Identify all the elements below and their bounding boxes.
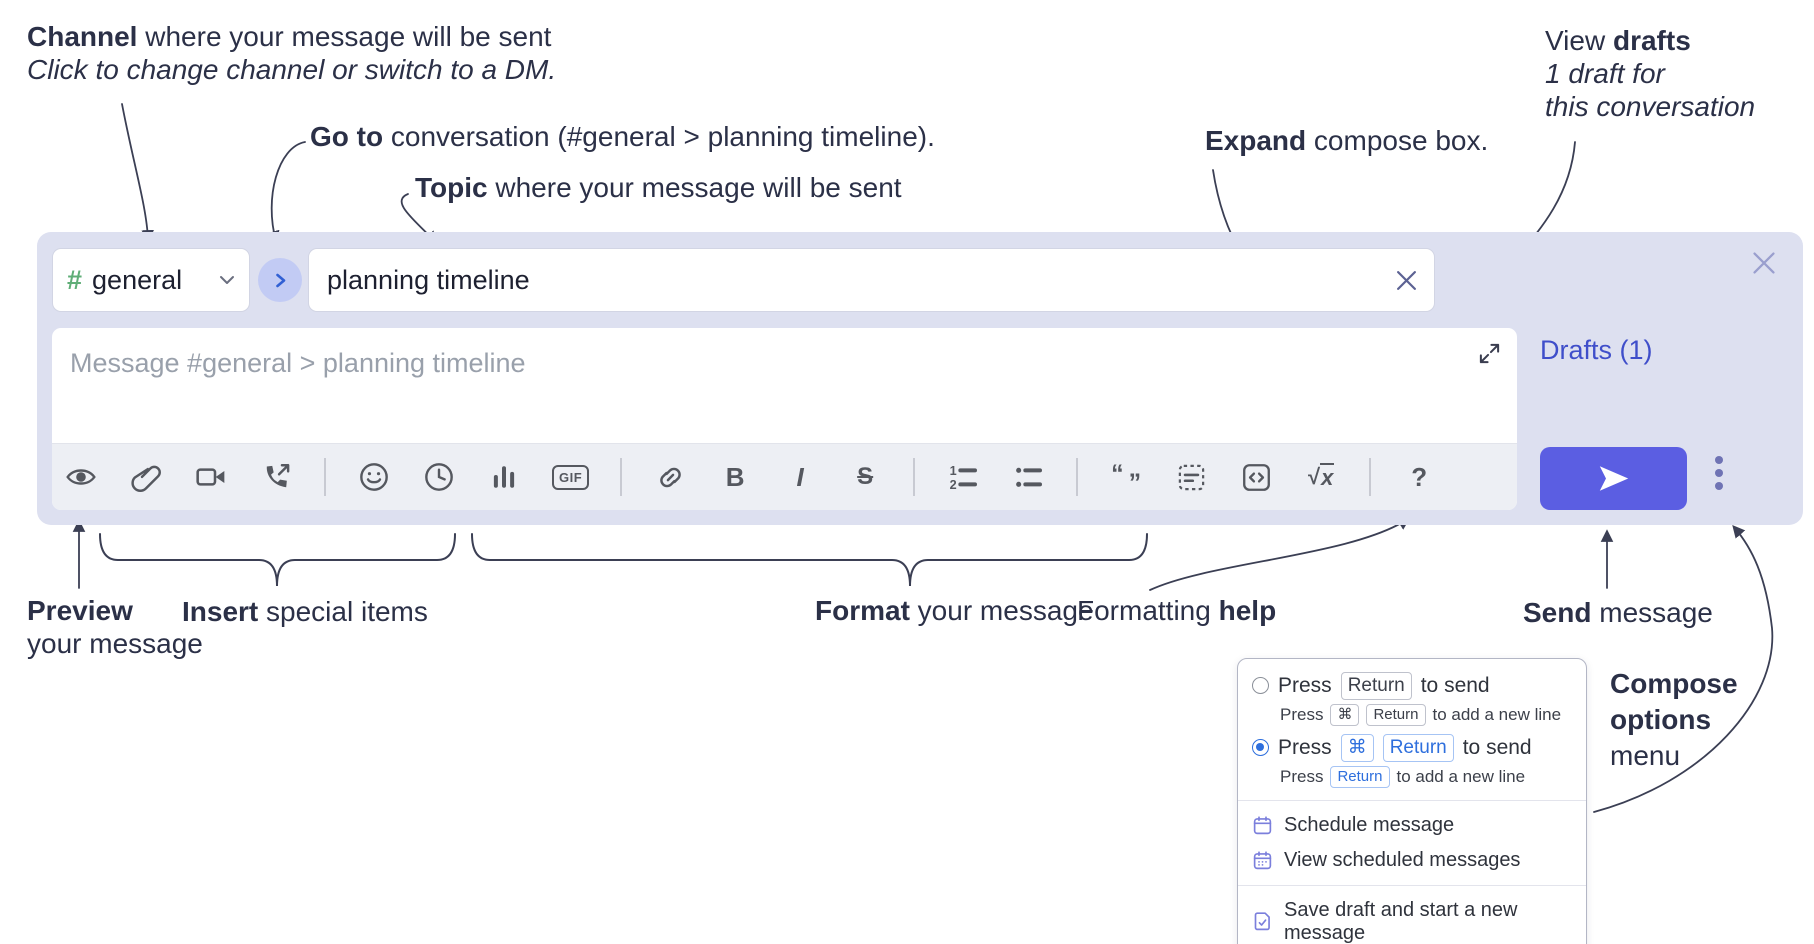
channel-hash-icon: # bbox=[67, 264, 83, 295]
channel-name: general bbox=[92, 264, 183, 295]
channel-annotation: Channel where your message will be sent … bbox=[27, 21, 557, 85]
format-label: Format your message bbox=[815, 595, 1094, 626]
message-formatting-help-icon[interactable]: ? bbox=[1411, 461, 1428, 492]
clear-topic-icon[interactable] bbox=[1395, 269, 1418, 292]
compose-box: # general bbox=[37, 232, 1803, 525]
channel-selector[interactable]: # general bbox=[52, 248, 250, 312]
save-draft-item[interactable]: Save draft and start a new message bbox=[1238, 893, 1586, 944]
send-button[interactable] bbox=[1540, 447, 1687, 510]
draft-check-icon bbox=[1254, 912, 1270, 931]
voice-call-icon[interactable] bbox=[259, 460, 293, 494]
calendar-grid-icon bbox=[1253, 851, 1272, 869]
send-icon bbox=[1599, 466, 1628, 491]
message-panel: GIF B I S 12 “” bbox=[52, 328, 1517, 510]
channel-pointer-line bbox=[121, 103, 154, 243]
spoiler-icon[interactable] bbox=[1174, 460, 1208, 494]
menu-divider bbox=[1238, 884, 1586, 886]
help-pointer-line bbox=[1149, 517, 1411, 591]
topic-input-wrap bbox=[308, 248, 1435, 312]
compose-options-label: Compose options menu bbox=[1610, 668, 1738, 771]
toolbar-separator bbox=[620, 458, 623, 496]
topic-annotation: Topic where your message will be sent bbox=[415, 172, 902, 203]
toolbar-separator bbox=[1369, 458, 1372, 496]
poll-icon[interactable] bbox=[487, 460, 521, 494]
time-icon[interactable] bbox=[422, 460, 456, 494]
code-icon[interactable] bbox=[1239, 460, 1273, 494]
view-scheduled-messages-item[interactable]: View scheduled messages bbox=[1238, 843, 1586, 878]
view-drafts-annotation: View drafts 1 draft for this conversatio… bbox=[1545, 25, 1756, 122]
topic-input[interactable] bbox=[325, 263, 1395, 297]
expand-annotation: Expand compose box. bbox=[1205, 125, 1489, 156]
preview-icon[interactable] bbox=[64, 460, 98, 494]
bold-icon[interactable]: B bbox=[725, 461, 745, 492]
format-brace bbox=[471, 533, 1148, 587]
expand-compose-icon[interactable] bbox=[1478, 342, 1501, 365]
strikethrough-icon[interactable]: S bbox=[857, 463, 874, 490]
schedule-message-item[interactable]: Schedule message bbox=[1238, 808, 1586, 843]
svg-text:1: 1 bbox=[950, 464, 957, 478]
compose-options-menu-button[interactable] bbox=[1715, 456, 1723, 490]
math-icon[interactable]: √x bbox=[1308, 463, 1335, 490]
chevron-down-icon bbox=[219, 275, 235, 286]
menu-divider bbox=[1238, 799, 1586, 801]
formatting-help-label: Formatting help bbox=[1077, 595, 1277, 626]
toolbar-separator bbox=[913, 458, 916, 496]
link-icon[interactable] bbox=[653, 460, 687, 494]
close-compose-icon[interactable] bbox=[1751, 250, 1777, 276]
enter-sends-subtext: Press ⌘ Return to add a new line bbox=[1238, 703, 1586, 731]
svg-text:2: 2 bbox=[950, 478, 957, 492]
insert-label: Insert special items bbox=[182, 596, 428, 627]
radio-unselected-icon[interactable] bbox=[1252, 677, 1269, 695]
go-to-conversation-button[interactable] bbox=[258, 258, 302, 302]
insert-brace bbox=[99, 533, 456, 587]
send-message-label: Send message bbox=[1523, 597, 1713, 628]
gif-icon[interactable]: GIF bbox=[552, 464, 590, 490]
emoji-icon[interactable] bbox=[357, 460, 391, 494]
cmd-enter-sends-option[interactable]: Press ⌘ Return to send bbox=[1238, 731, 1586, 765]
cmd-enter-sends-subtext: Press Return to add a new line bbox=[1238, 765, 1586, 793]
chevron-right-icon bbox=[275, 273, 285, 287]
compose-options-menu: Press Return to send Press ⌘ Return to a… bbox=[1237, 658, 1587, 944]
goto-pointer-line bbox=[267, 141, 306, 244]
enter-sends-option[interactable]: Press Return to send bbox=[1238, 669, 1586, 703]
attach-file-icon[interactable] bbox=[129, 460, 163, 494]
radio-selected-icon[interactable] bbox=[1252, 739, 1269, 757]
goto-annotation: Go to conversation (#general > planning … bbox=[310, 121, 935, 152]
italic-icon[interactable]: I bbox=[796, 461, 804, 492]
preview-label: Preview your message bbox=[27, 595, 203, 659]
bulleted-list-icon[interactable] bbox=[1011, 460, 1045, 494]
toolbar-separator bbox=[324, 458, 326, 496]
toolbar-separator bbox=[1076, 458, 1079, 496]
video-call-icon[interactable] bbox=[194, 460, 228, 494]
drafts-link[interactable]: Drafts (1) bbox=[1540, 335, 1653, 365]
quote-icon[interactable]: “” bbox=[1111, 460, 1142, 497]
calendar-icon bbox=[1253, 816, 1272, 834]
message-input[interactable] bbox=[68, 340, 1402, 386]
